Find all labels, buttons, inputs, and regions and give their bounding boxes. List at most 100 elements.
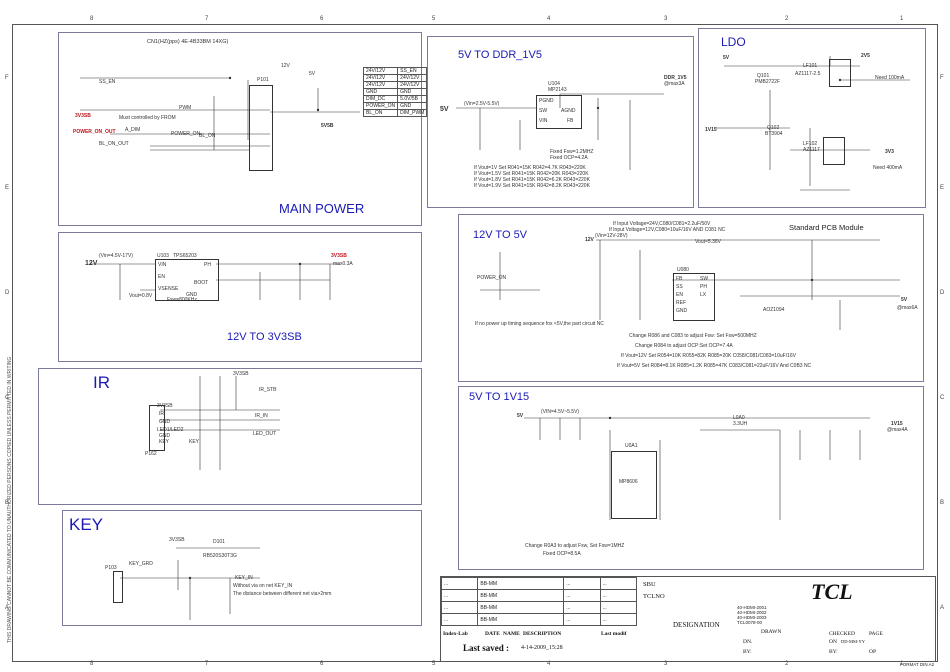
ir-connector-ref: P162 [145,451,157,457]
sb-pin-boot: BOOT [194,280,209,286]
v1v15-output-note: @max4A [887,427,908,433]
on-label: ON [829,639,837,645]
col-1: 1 [900,16,904,22]
ldo-regulator-3v3 [823,137,845,165]
key-diode-name: RB520S30T3G [203,553,237,559]
revision-cell: ... [599,601,638,614]
v12to5-powerup-note: If no power up timing sequence fox <5V,t… [475,321,604,327]
revision-cell: ... [599,613,638,626]
revision-cell: ... [599,577,638,590]
key-connector [113,571,123,603]
revision-cell: ... [599,589,638,602]
ddr-ic-name: MP2143 [548,87,567,93]
sb-title: 12V TO 3V3SB [227,331,302,343]
revision-cell: ... [563,577,601,590]
v12to5-block: 12V TO 5V Standard PCB Module If Input V… [458,214,924,382]
op-label: OP [869,649,877,655]
revision-table: ...BB-MM.........BB-MM.........BB-MM....… [440,577,638,626]
net-bl-on-out: BL_ON_OUT [99,141,129,147]
ir-net-ir: IR_IN [255,413,268,419]
checked-label: CHECKED [829,631,855,637]
revision-cell: ... [563,589,601,602]
ddr-vin-note: (Vin=2.5V-5.5V) [464,101,500,107]
v12to5-ic-ref: U080 [677,267,689,273]
col-7-bottom: 7 [205,661,209,667]
col-3-bottom: 3 [664,661,668,667]
col-5-bottom: 5 [432,661,436,667]
v12to5-vin-note: (Vin=12V-28V) [595,233,628,239]
v12to5-input-note-2: If Input Voltage=12V,C080=10uF/16V AND C… [609,227,726,233]
net-5vsb-main: 5V5B [321,123,334,129]
main-power-connector [249,85,273,171]
ddr-formula-2: If Vout=1.5V Set R041=15K R042=20K R043=… [474,171,589,177]
ldo-q-ref-1: Q101 [757,73,770,79]
header-index-lab: Index-Lab [443,631,468,637]
revision-cell: BB-MM [477,589,565,602]
main-power-title: MAIN POWER [279,201,365,216]
col-7: 7 [205,16,209,22]
ddr-note-ocp: Fixed OCP=4.2A [550,155,588,161]
key-diode-ref: D101 [213,539,225,545]
header-last-modif: Last modif [601,631,627,637]
v12to5-pin-fb: FB [676,276,683,282]
ref-3: 40-HDMI-2003 [737,615,767,620]
sb-pin-en: EN [158,274,165,280]
net-power-on-out: POWER_ON_OUT [73,129,116,135]
sb-pin-vin: VIN [158,262,167,268]
pin-table-cell: DIM_PWM [397,109,428,117]
sb-pin-ph: PH [204,262,211,268]
key-3v3sb: 3V3SB [169,537,185,543]
ir-connector [149,405,165,451]
v12to5-output-label: 5V [901,297,908,303]
col-3: 3 [664,16,668,22]
ddr-formula-3: If Vout=1.8V Set R041=15K R042=6.2K R043… [474,177,590,183]
title-block-refs: 40-HDMI-2001 40-HDMI-2002 40-HDMI-2003 T… [737,605,767,625]
ddr-note-fsw: Fixed Fsw=1.2MHZ [550,149,594,155]
v12to5-pin-sw: SW [700,276,709,282]
key-note-2: The distance between different net via>2… [233,591,332,597]
sb-ic-name: TPS65203 [173,253,197,259]
row-d-right: D [940,290,945,296]
revision-cell: BB-MM [477,601,565,614]
sb-input-label: 12V [85,260,98,267]
v12to5-note-4: If Vout=5V Set R084=8.1K R085=1.2K R085=… [617,363,812,369]
sb-vin-note: (Vin=4.5V-17V) [99,253,133,259]
ddr-input-label: 5V [440,106,449,113]
last-saved-label: Last saved : [463,643,510,653]
v12to5-output-note: @max6A [897,305,918,311]
net-a-dim: A_DIM [125,127,141,133]
ldo-ic-name-1: AZ1117-2.5 [795,71,821,77]
row-f: F [5,75,9,81]
sb-note-vout: Vout=0.8V [129,293,153,299]
ddr-pin-fb: FB [567,118,574,124]
sb-note-fsw: Fsw=800KHz [167,297,197,303]
net-3v3sb-main: 3V3SB [75,113,91,119]
ir-pin-gnd-2: GND [159,433,171,439]
row-a: A [5,605,10,611]
ldo-out-2v5: 2V5 [861,53,870,59]
ir-pin-3v3sb: 3V3SB [157,403,173,409]
revision-cell: BB-MM [477,577,565,590]
v1v15-title: 5V TO 1V15 [469,391,530,403]
sb-pin-gnd: GND [186,292,198,298]
net-bl-on: BL_ON [199,133,216,139]
v12to5-input-label: 12V [585,237,594,243]
ref-4: TCL0078-00 [737,620,763,625]
revision-cell: ... [440,613,479,626]
v12to5-pin-en: EN [676,292,683,298]
checked-by-label: BY: [829,649,838,655]
ref-2: 40-HDMI-2002 [737,610,767,615]
key-note-1: Without via on net KEY_IN [233,583,293,589]
dn-label: DN. [743,639,753,645]
ddr-formula-1: If Vout=1V Set R041=15K R042=4.7K R043=2… [474,165,586,171]
v12to5-ic-name: AOZ1094 [763,307,785,313]
col-4-bottom: 4 [547,661,551,667]
v1v15-input-label: 5V [517,413,524,419]
ldo-block: LDO 5V 1V15 LF101 AZ1117-2.5 LF102 AZ111… [698,28,926,208]
v12to5-pin-ref: REF [676,300,686,306]
ddr-ic-ref: U104 [548,81,560,87]
v12to5-pin-ph: PH [700,284,707,290]
v1v15-ic-ref: U0A1 [625,443,638,449]
